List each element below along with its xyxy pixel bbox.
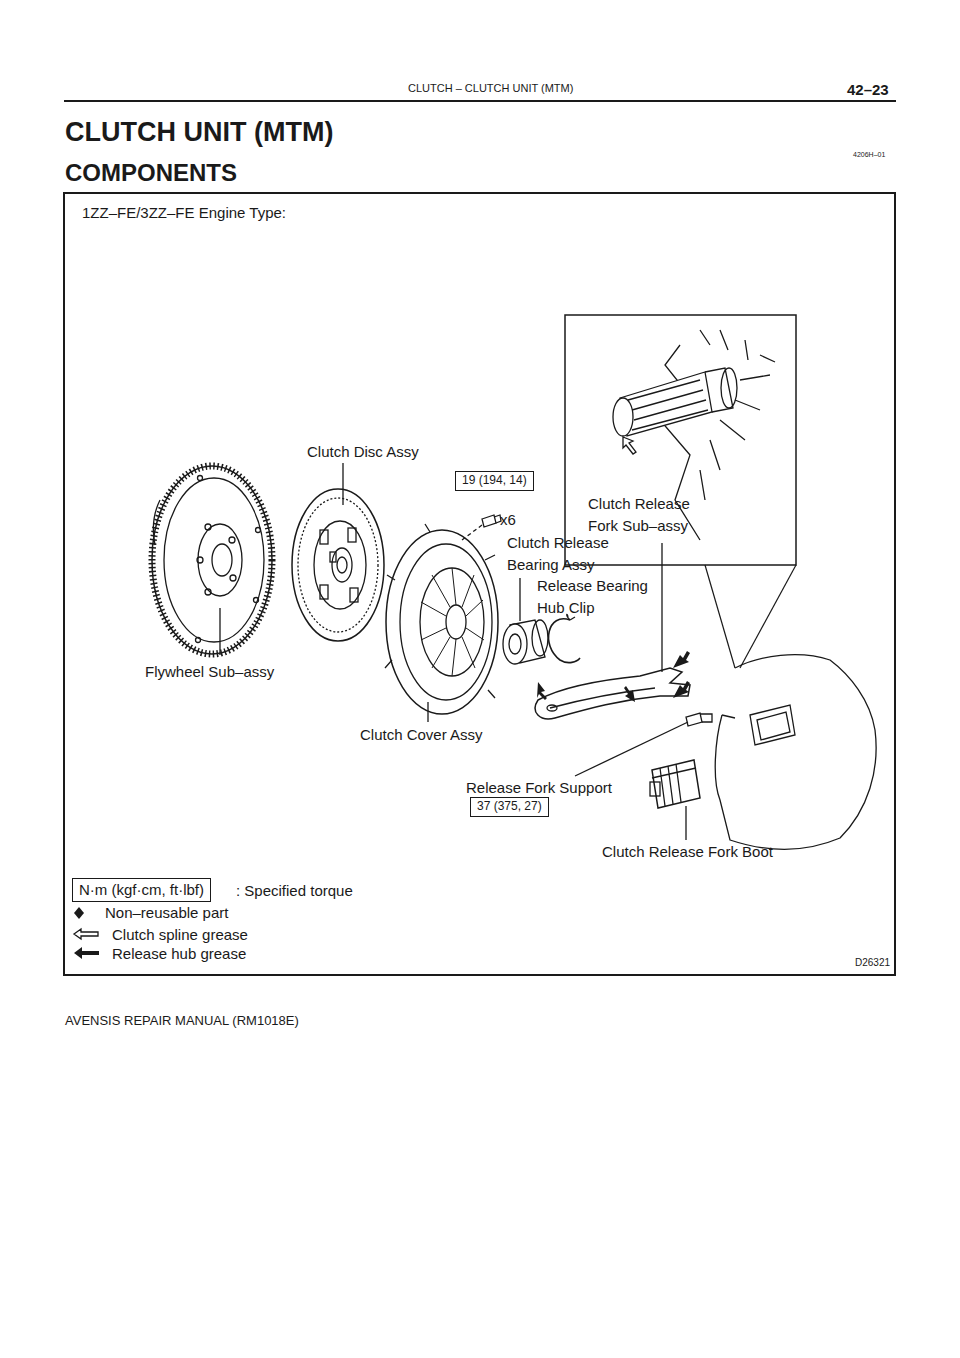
legend-text: Release hub grease [112,944,246,964]
non-reusable-symbol [72,905,102,921]
legend-note: : Specified torque [236,880,353,902]
figure-id: D26321 [855,956,890,971]
box-text: N·m (kgf·cm, ft·lbf) [79,880,204,900]
part-name: Clutch Release Fork Sub–assy [588,493,706,537]
part-name: Release Fork Support [466,777,612,799]
unit-key-box: N·m (kgf·cm, ft·lbf) [72,878,211,902]
page-number: 42–23 [847,79,889,101]
running-header: CLUTCH – CLUTCH UNIT (MTM) [408,81,573,97]
torque-box: 19 (194, 14) [455,471,534,491]
hub-grease-arrow [72,946,102,962]
spline-grease-arrow [72,927,102,943]
legend-row: Release hub grease [72,944,332,964]
part-name: Clutch Disc Assy [307,441,419,463]
page-title: CLUTCH UNIT (MTM) [65,113,333,152]
legend-text: Non–reusable part [105,903,228,923]
legend-row: Clutch spline grease [72,925,332,945]
part-name: Clutch Release Bearing Assy [507,532,625,576]
quantity: x6 [500,509,516,531]
part-name: Clutch Cover Assy [360,724,483,746]
engine-type: 1ZZ–FE/3ZZ–FE Engine Type: [82,202,286,224]
box-text: 37 (375, 27) [477,799,542,815]
legend-row: Non–reusable part [72,903,332,923]
manual-footer: AVENSIS REPAIR MANUAL (RM1018E) [65,1012,299,1031]
part-name: Release Bearing Hub Clip [537,575,659,619]
section-heading: COMPONENTS [65,156,237,191]
torque-box: 37 (375, 27) [470,797,549,817]
legend-text: Clutch spline grease [112,925,248,945]
part-name: Clutch Release Fork Boot [602,841,773,863]
part-name: Flywheel Sub–assy [145,661,274,683]
box-text: 19 (194, 14) [462,473,527,489]
reference-code: 4206H–01 [853,150,885,160]
